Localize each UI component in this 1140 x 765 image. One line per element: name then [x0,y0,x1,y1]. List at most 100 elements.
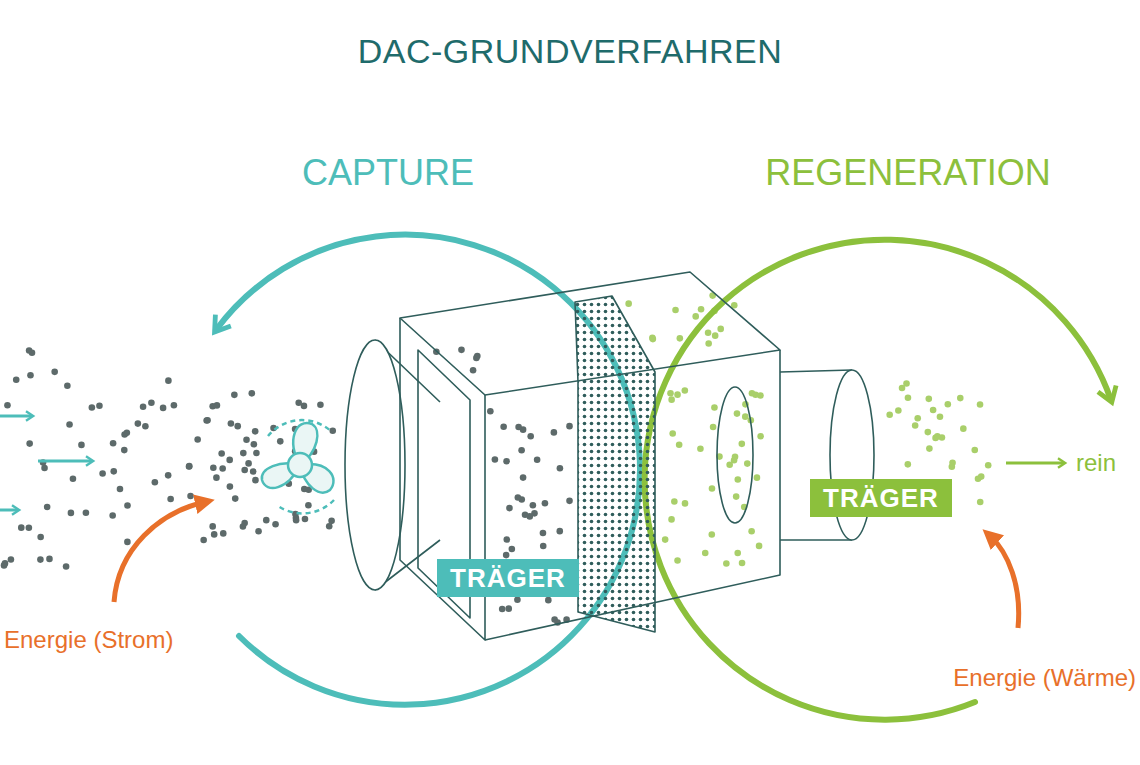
particle [124,539,131,546]
particle [329,427,336,434]
particle [231,392,238,399]
particle [709,485,716,492]
particle [985,462,992,469]
particle [301,486,308,493]
particle [978,473,985,480]
particle [514,596,521,603]
particle [677,335,684,342]
adsorber-box [400,272,874,640]
particle [925,396,932,403]
particle [473,355,480,362]
particle [676,441,683,448]
output-label: rein [1076,449,1116,477]
particle [945,401,952,408]
particle [240,450,247,457]
particle [757,392,764,399]
particle [937,413,944,420]
particle [566,423,573,430]
particle [566,498,573,505]
particle [668,396,675,403]
particle [671,498,678,505]
particle [8,556,15,563]
particle [930,407,937,414]
particle [515,424,522,431]
particle [744,460,751,467]
particle [499,606,506,613]
particle [748,528,755,535]
particle [925,429,932,436]
particle [470,367,477,374]
particle [121,431,128,438]
particle [317,401,324,408]
particle [530,502,537,509]
particle [977,499,984,506]
particle [977,401,984,408]
particle [165,377,172,384]
particle [711,404,718,411]
particle [551,429,558,436]
co2-output-arrow [1006,462,1064,465]
particle [662,536,669,543]
particle [556,528,563,535]
particle [723,560,730,567]
particle [705,340,712,347]
particle [505,605,512,612]
particle [245,460,252,467]
particle [124,502,131,509]
particle [899,385,906,392]
particle [234,423,241,430]
particle [4,402,11,409]
particle [458,347,465,354]
title: DAC-GRUNDVERFAHREN [358,32,783,71]
particle [263,517,270,524]
particle [165,472,172,479]
particle [734,410,741,417]
particle [66,421,73,428]
particle [960,425,967,432]
particle [171,402,178,409]
particle [167,496,174,503]
particle [886,411,893,418]
particle [492,456,499,463]
particle [518,447,525,454]
particle [732,453,739,460]
particle [487,408,494,415]
particle [252,477,259,484]
particle [89,404,96,411]
particle [253,450,260,457]
particle [2,560,9,567]
particle [109,512,116,519]
section-heading: REGENERATION [765,152,1050,193]
particle [70,476,77,483]
particle [542,500,549,507]
particle [187,493,194,500]
particle [200,537,207,544]
particle [733,493,740,500]
particle [203,417,210,424]
particle [27,372,34,379]
particle [210,464,217,471]
particle [37,556,44,563]
particle [509,546,516,553]
particle [971,447,978,454]
particle [295,399,302,406]
particle [252,428,259,435]
particle [503,552,510,559]
particle [251,441,258,448]
particle [99,470,106,477]
particle [650,336,657,343]
particle [742,413,749,420]
carrier-tag: TRÄGER [810,479,952,518]
co2-particles [1,292,992,625]
particle [914,415,921,422]
particle [78,442,85,449]
carrier-tag: TRÄGER [437,559,579,598]
particle [754,474,761,481]
particle [739,441,746,448]
particle [18,524,25,531]
particle [503,458,510,465]
particle [682,500,689,507]
particle [240,523,247,530]
particle [668,516,675,523]
tag-text: TRÄGER [823,484,939,513]
